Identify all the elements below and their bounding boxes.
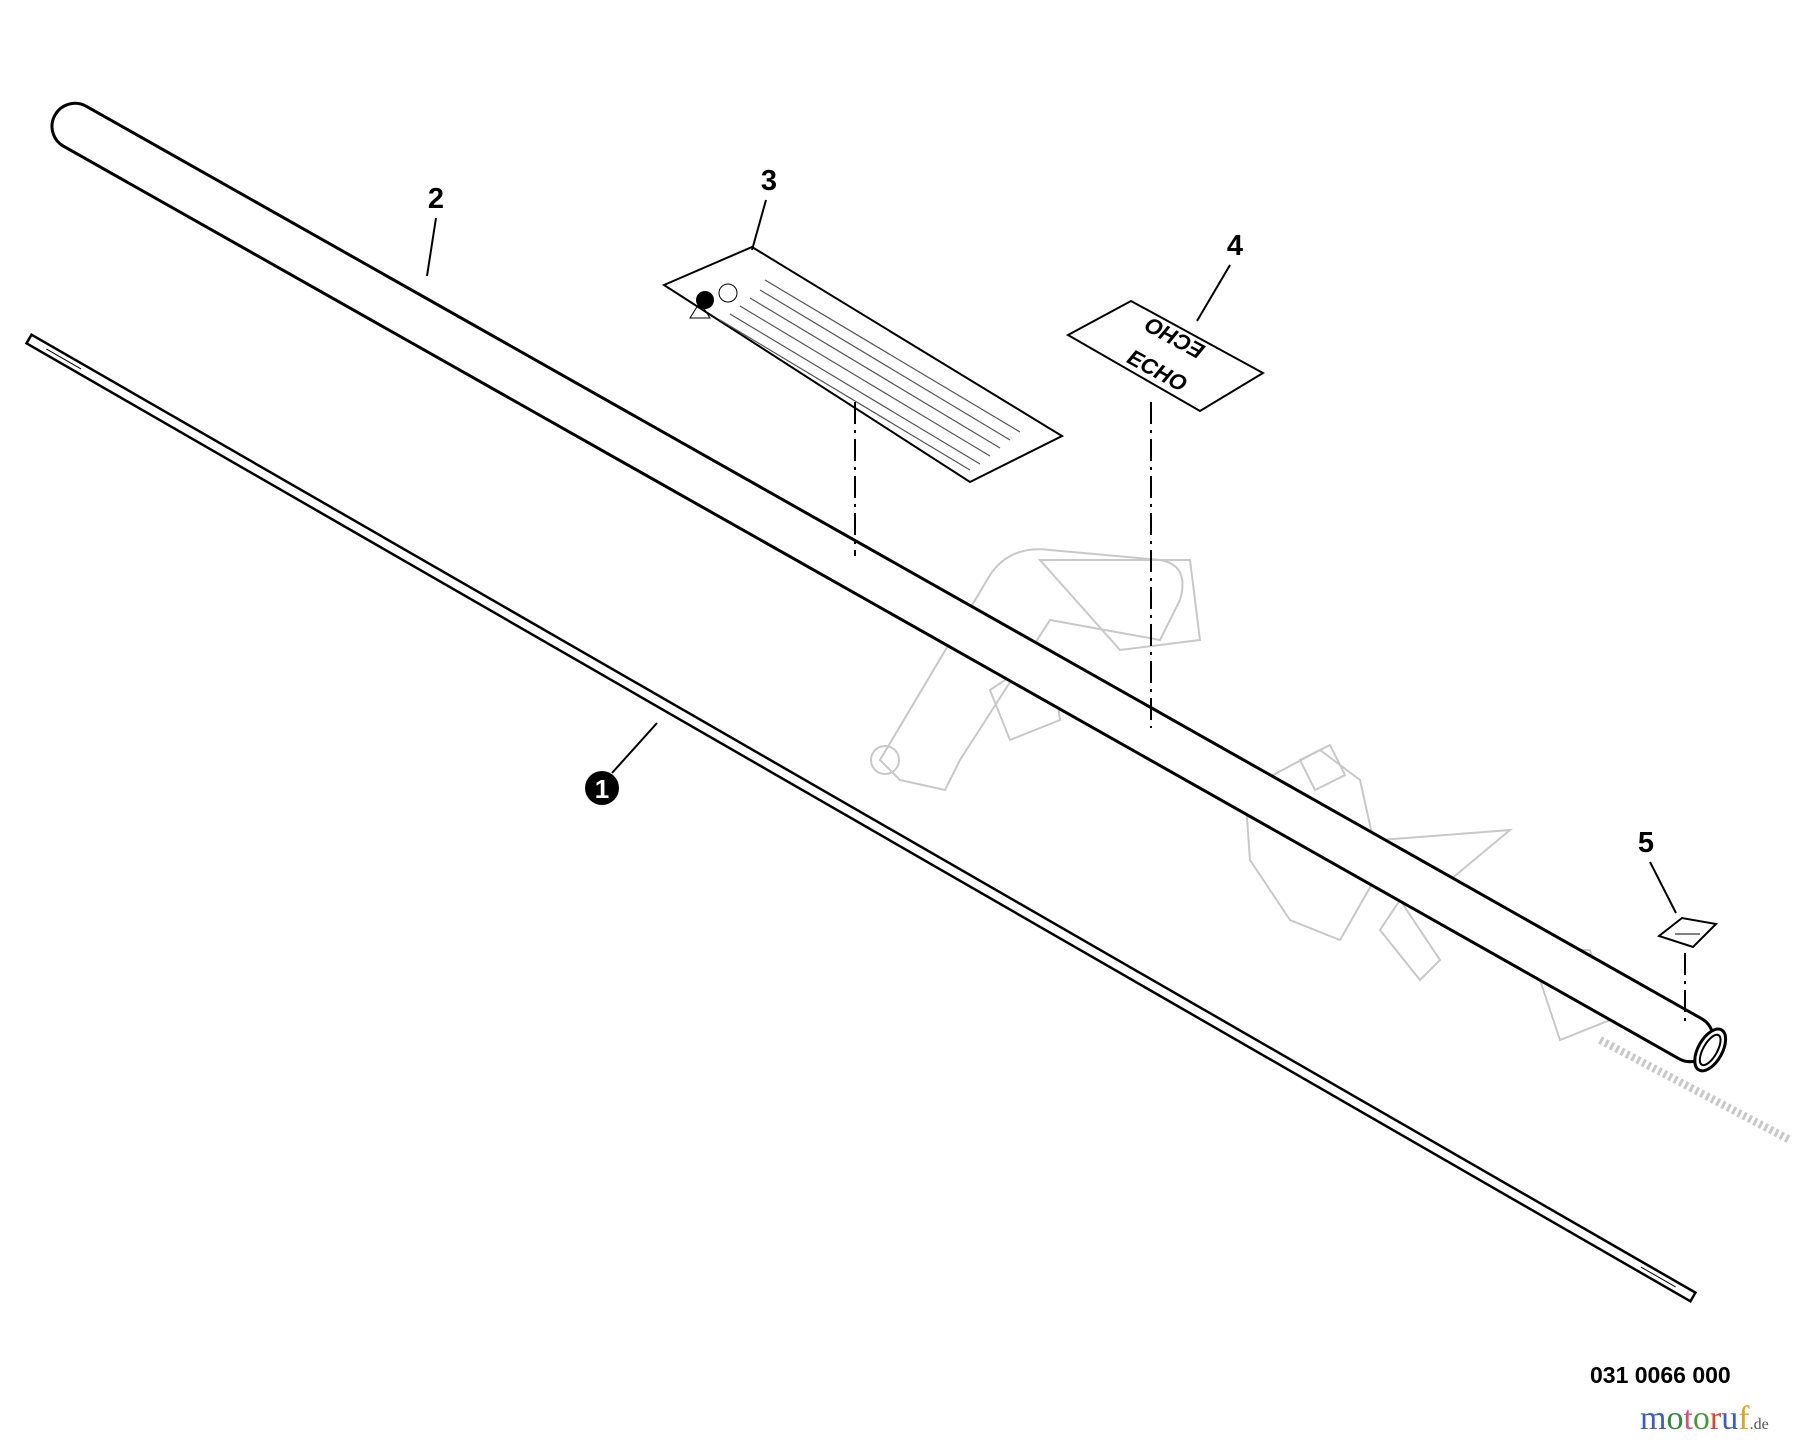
watermark-text: motoruf <box>1640 1400 1750 1437</box>
part-1-drive-shaft <box>24 332 1698 1304</box>
watermark-letter: u <box>1721 1400 1739 1437</box>
watermark-letter: f <box>1738 1400 1750 1437</box>
placement-lines <box>854 402 1686 1022</box>
callout-leaders <box>426 199 1677 914</box>
watermark-letter: o <box>1666 1400 1684 1437</box>
watermark-letter: r <box>1709 1400 1722 1437</box>
callout-3: 3 <box>761 165 777 197</box>
part-4-echo-decal: ECHO ECHO <box>1065 299 1266 413</box>
callout-2: 2 <box>428 183 444 215</box>
diagram-part-number: 031 0066 000 <box>1590 1362 1731 1388</box>
watermark-letter: t <box>1683 1400 1693 1437</box>
motoruf-watermark: motoruf.de <box>1640 1400 1769 1438</box>
part-2-outer-tube <box>50 101 1728 1073</box>
part-5-small-label <box>1656 916 1719 949</box>
watermark-letter: o <box>1692 1400 1710 1437</box>
watermark-suffix: .de <box>1749 1416 1769 1433</box>
callout-4: 4 <box>1227 230 1243 262</box>
callout-1-circle <box>585 771 619 805</box>
part-3-warning-decal <box>661 245 1065 484</box>
watermark-letter: m <box>1640 1400 1667 1437</box>
callout-5: 5 <box>1638 827 1654 859</box>
callout-1: 1 <box>595 774 609 804</box>
